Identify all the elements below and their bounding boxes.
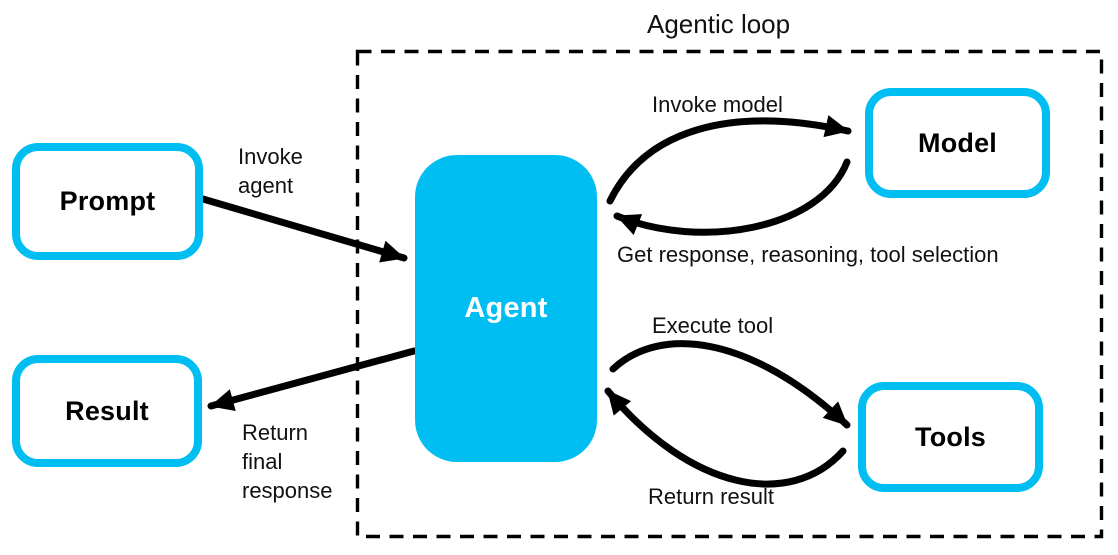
return-final-response-label: Return final response — [242, 420, 333, 503]
get-response-label: Get response, reasoning, tool selection — [617, 242, 999, 267]
execute-tool-arrow — [609, 340, 851, 429]
model-node: Model — [865, 88, 1050, 198]
tools-node: Tools — [858, 382, 1043, 492]
agentic-loop-boundary — [355, 49, 1104, 539]
agent-node: Agent — [415, 155, 597, 462]
invoke-agent-label: Invoke agent — [238, 144, 303, 198]
result-node: Result — [12, 355, 202, 467]
return-result-arrow — [604, 387, 847, 488]
invoke-agent-arrow — [199, 195, 408, 263]
diagram-title: Agentic loop — [647, 9, 791, 39]
return-final-response-arrow — [207, 347, 418, 411]
get-response-arrow — [613, 158, 851, 236]
invoke-model-label: Invoke model — [652, 92, 783, 117]
return-result-label: Return result — [648, 484, 774, 509]
execute-tool-label: Execute tool — [652, 313, 774, 338]
prompt-node: Prompt — [12, 143, 203, 260]
invoke-model-arrow — [606, 115, 852, 205]
